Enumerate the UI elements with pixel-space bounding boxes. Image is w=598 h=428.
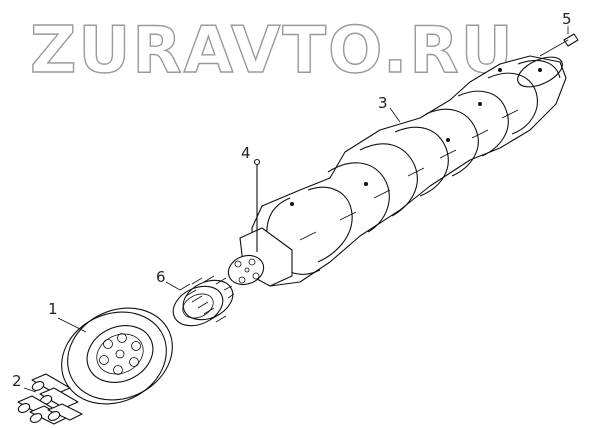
bolt — [47, 403, 83, 421]
leader-lines — [23, 26, 569, 393]
callout-2: 2 — [12, 372, 22, 390]
bolts-part — [17, 373, 83, 425]
pin-part — [253, 158, 261, 252]
crankshaft-part — [251, 55, 567, 287]
callout-1: 1 — [48, 300, 58, 318]
callout-3: 3 — [378, 94, 388, 112]
callout-6: 6 — [156, 268, 166, 286]
callout-5: 5 — [562, 10, 572, 28]
watermark-logo: ZURAVTO.RU — [30, 14, 515, 88]
crankshaft-gear-part — [172, 275, 235, 327]
crankshaft-nose — [227, 227, 293, 287]
callout-4: 4 — [241, 144, 251, 162]
bolt — [31, 373, 71, 395]
plug-part — [539, 33, 579, 57]
pulley-damper-part — [61, 307, 173, 405]
